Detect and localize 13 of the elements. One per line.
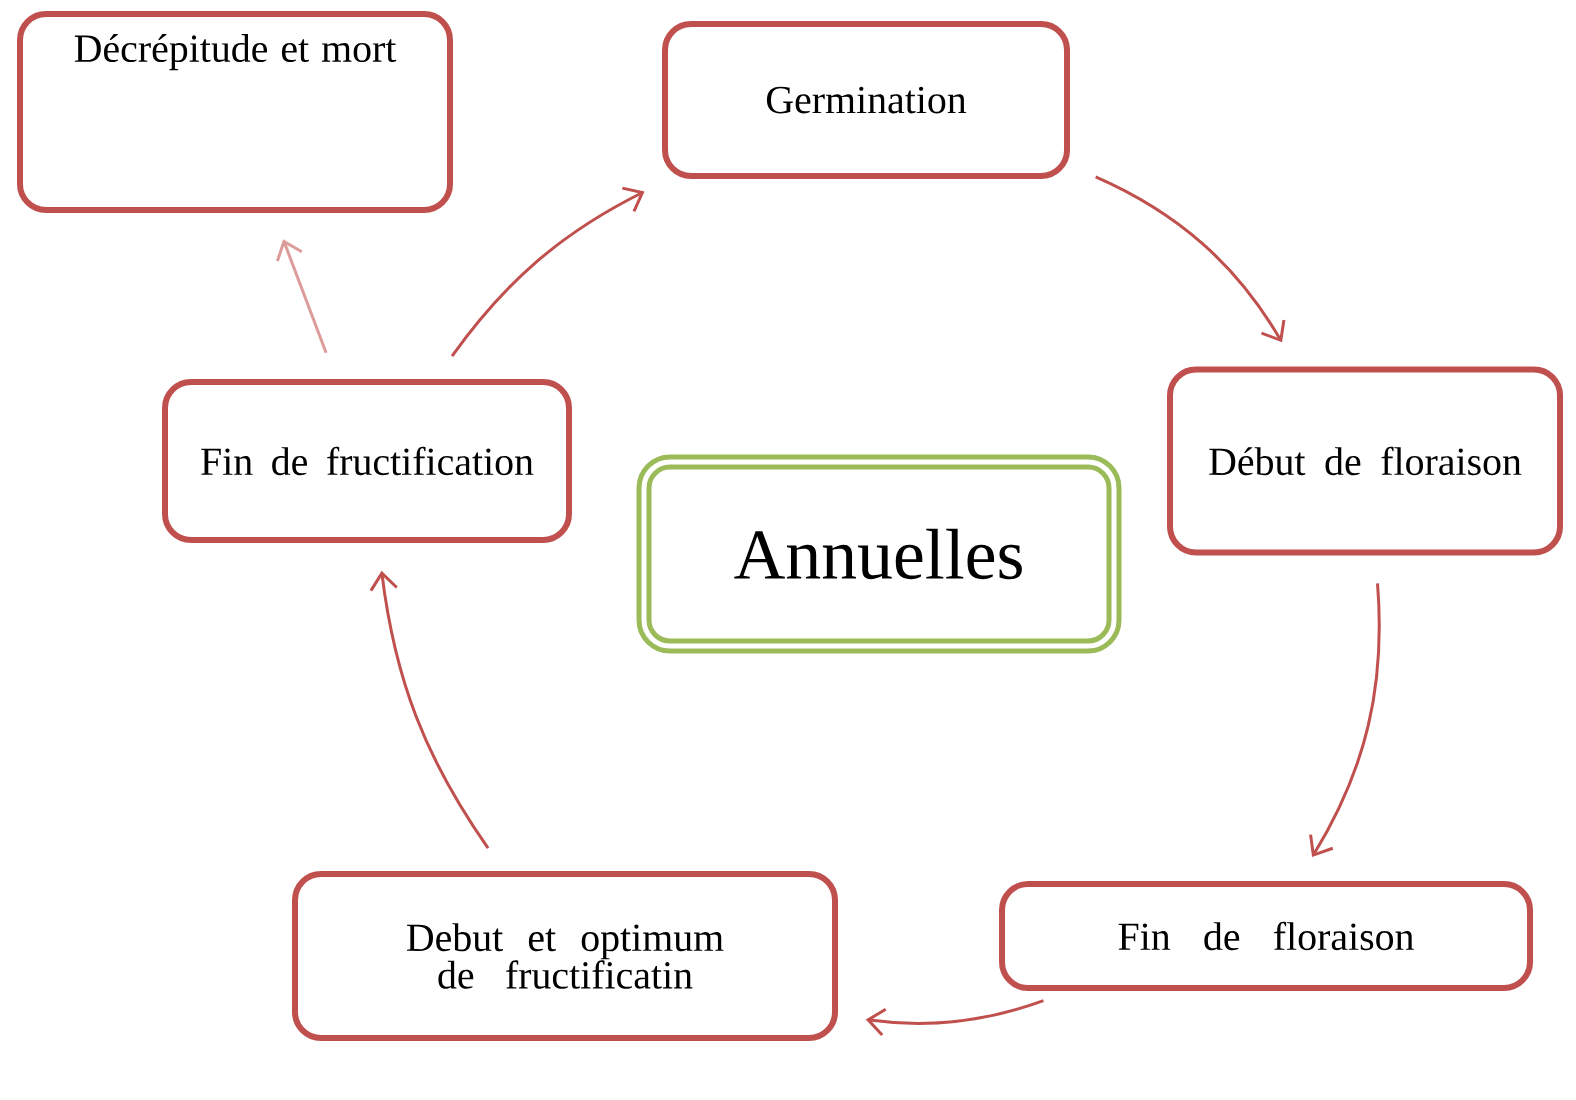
arrow [865,999,1044,1036]
stage-box: Debut et optimum de fructificatin [292,871,838,1041]
arrow [276,239,328,354]
arrow [1309,583,1381,858]
arrow [450,186,645,358]
arrow [369,570,490,849]
title-box: Annuelles [636,454,1122,654]
stage-box: Fin de floraison [999,881,1533,991]
stage-box: Début de floraison [1167,366,1563,556]
stage-box: Germination [662,21,1070,179]
arrow [1095,175,1286,343]
stage-box: Fin de fructification [162,379,572,543]
stage-box: Décrépitude et mort [17,11,453,213]
